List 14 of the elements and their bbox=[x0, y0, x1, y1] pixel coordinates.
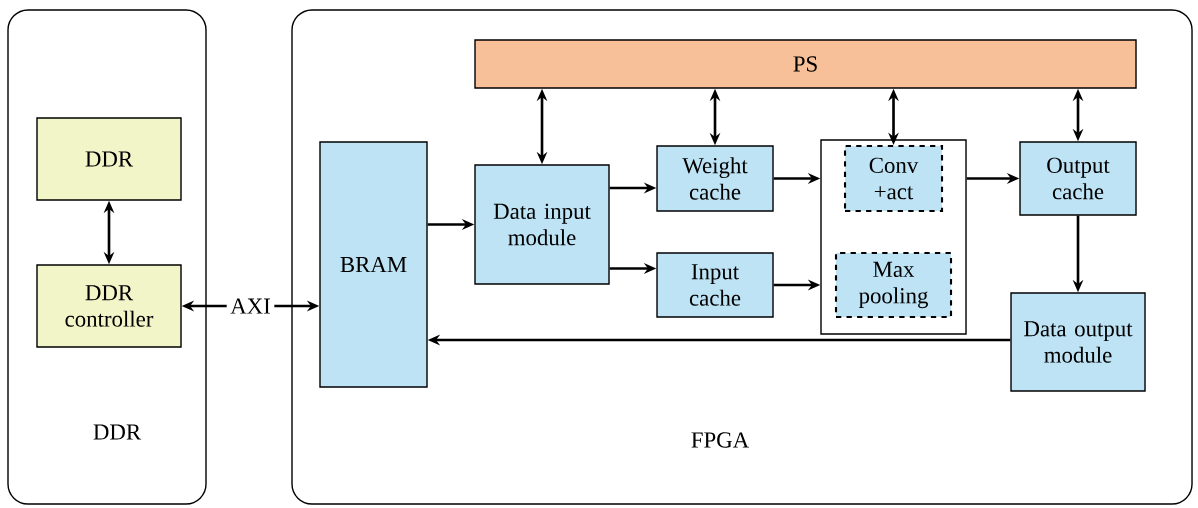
module-box: PS bbox=[474, 39, 1137, 89]
module-box: Weight cache bbox=[656, 145, 774, 212]
edge-label: AXI bbox=[226, 294, 275, 318]
module-box: DDR bbox=[36, 117, 182, 201]
module-box: Data input module bbox=[474, 164, 610, 285]
module-box: BRAM bbox=[319, 141, 428, 388]
module-box: DDR controller bbox=[36, 264, 182, 348]
module-box: Max pooling bbox=[834, 251, 953, 319]
module-box: Conv +act bbox=[843, 144, 944, 213]
module-box: Data output module bbox=[1010, 292, 1146, 392]
module-box: Input cache bbox=[656, 252, 774, 318]
panel-label: DDR bbox=[93, 424, 142, 440]
module-box: Output cache bbox=[1019, 141, 1137, 216]
panel-label: FPGA bbox=[691, 432, 750, 448]
